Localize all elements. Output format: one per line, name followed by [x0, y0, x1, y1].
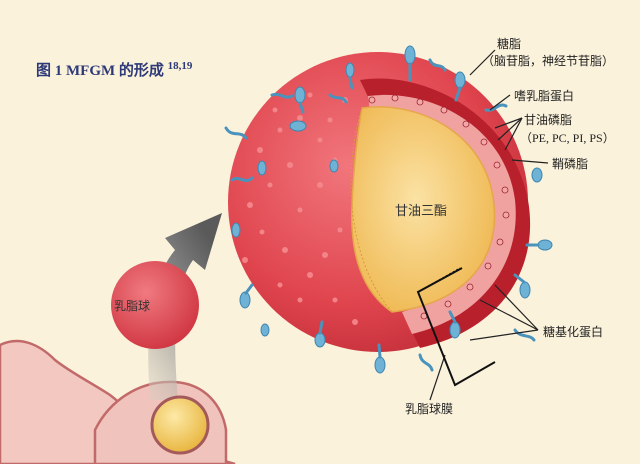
label-triglyceride: 甘油三酯	[395, 204, 448, 219]
figure-title: 图 1 MFGM 的形成 18,19	[36, 60, 193, 79]
label-glycolipid-detail: （脑苷脂，神经节苷脂）	[482, 54, 615, 68]
label-sphingomyelin: 鞘磷脂	[552, 157, 589, 171]
label-milk-fat-globule: 乳脂球	[114, 299, 151, 313]
label-glycoprotein: 糖基化蛋白	[543, 325, 604, 339]
label-glycerophospholipid-detail: （PE, PC, PI, PS）	[520, 131, 615, 145]
milk-fat-globule-small	[111, 261, 199, 349]
lipid-droplet	[150, 395, 210, 455]
figure-title-ref: 18,19	[167, 60, 193, 72]
label-glycolipid: 糖脂	[497, 37, 522, 51]
label-butyrophilin: 嗜乳脂蛋白	[514, 89, 575, 103]
membrane-bracket	[416, 267, 496, 387]
mfgm-globule	[224, 45, 553, 374]
label-membrane: 乳脂球膜	[405, 402, 454, 416]
label-glycerophospholipid: 甘油磷脂	[524, 113, 573, 127]
leader-lines	[417, 49, 549, 401]
secretion-arrow	[148, 213, 222, 400]
